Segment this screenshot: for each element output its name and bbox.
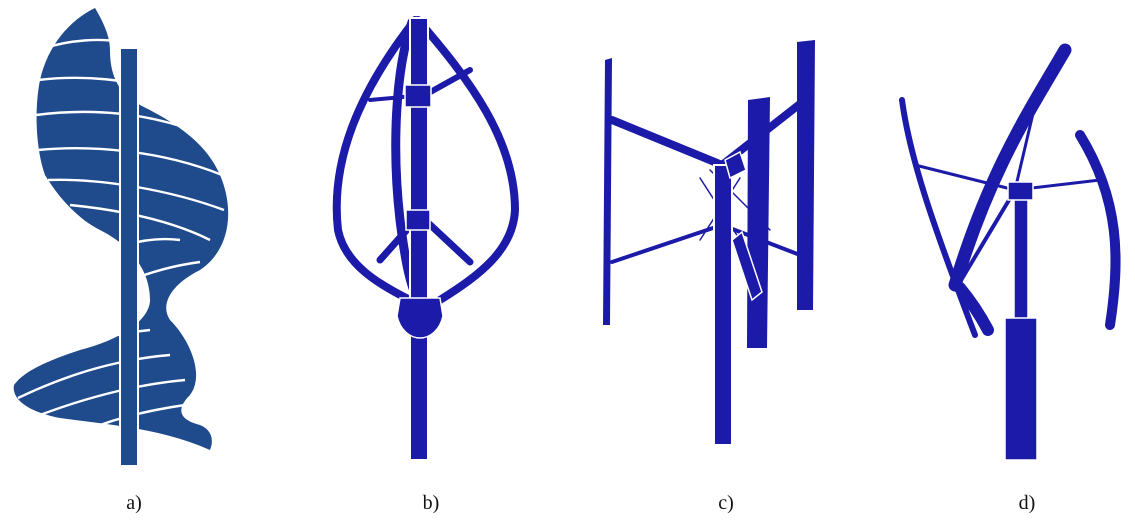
- panel-d-caption: d): [1018, 492, 1036, 514]
- panel-b-caption: b): [422, 492, 440, 514]
- strut-front: [958, 188, 1017, 284]
- panel-c-caption: c): [718, 492, 734, 514]
- blade-lower: [954, 282, 994, 336]
- strut-upper-left: [608, 116, 726, 169]
- upper-strut-right: [422, 67, 473, 98]
- upper-hub: [404, 84, 432, 108]
- strut-back: [1013, 103, 1037, 192]
- central-shaft: [1013, 189, 1029, 326]
- generator-housing: [396, 297, 444, 339]
- strut-left: [913, 163, 1017, 192]
- curved-blade-right: [414, 16, 520, 304]
- hub-housing: [724, 150, 747, 180]
- central-shaft: [409, 17, 429, 461]
- blade-right: [1075, 130, 1121, 330]
- h-type-giromill-turbine-icon: [603, 40, 815, 446]
- central-shaft: [713, 164, 733, 446]
- lower-strut-right: [421, 216, 474, 266]
- helical-savonius-turbine-icon: [13, 8, 229, 467]
- curved-blade-helical-turbine-icon: [899, 43, 1121, 461]
- tower-base: [1004, 317, 1038, 461]
- blade-right: [797, 40, 815, 310]
- blade-middle: [747, 97, 770, 348]
- lower-hub: [405, 209, 431, 231]
- strut-lower-left: [610, 223, 724, 264]
- panel-a-caption: a): [126, 492, 142, 514]
- hub: [1007, 181, 1034, 201]
- blade-main: [948, 43, 1072, 292]
- darrieus-eggbeater-turbine-icon: [332, 16, 520, 461]
- blade-left: [603, 58, 612, 325]
- curved-blade-left: [332, 16, 419, 304]
- generator-pod: [731, 230, 763, 302]
- central-shaft: [119, 47, 139, 467]
